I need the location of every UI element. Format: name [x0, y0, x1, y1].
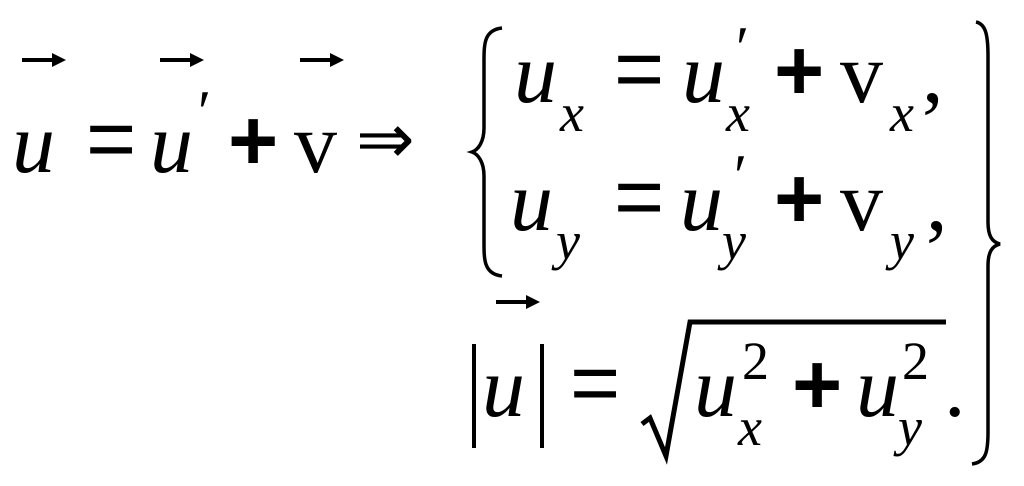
implies-arrow: ⇒ — [356, 98, 415, 180]
v-y-sub: y — [890, 211, 914, 271]
u-y-lhs: u — [510, 153, 553, 249]
u-prime-x: u — [682, 25, 725, 121]
equals-sign-line2: = — [614, 149, 665, 245]
u-y-squared-exp: 2 — [902, 331, 929, 391]
u-x-squared-exp: 2 — [742, 331, 769, 391]
plus-sign-line2: + — [774, 151, 825, 247]
prime-mark-line1: ′ — [736, 15, 750, 81]
vector-arrow-u-magnitude — [496, 295, 540, 309]
v-x: v — [840, 25, 883, 121]
u-y-lhs-sub: y — [556, 211, 580, 271]
v-x-sub: x — [890, 83, 914, 143]
u-prime-y: u — [680, 153, 723, 249]
equals-sign-line3: = — [570, 335, 621, 431]
left-curly-brace — [466, 26, 503, 278]
plus-sign-main: + — [228, 93, 279, 189]
comma-line1: , — [922, 25, 944, 121]
right-curly-brace — [971, 20, 1001, 466]
plus-sign-line3: + — [792, 337, 843, 433]
u-y-squared-sub: y — [898, 397, 922, 457]
v-y: v — [840, 153, 883, 249]
plus-sign-line1: + — [774, 23, 825, 119]
vector-v: v — [294, 95, 337, 191]
vector-arrow-v — [300, 53, 344, 67]
u-prime-x-sub: x — [726, 83, 750, 143]
prime-mark-main: ′ — [198, 79, 212, 145]
equals-sign-main: = — [86, 91, 137, 187]
vector-arrow-u-prime — [160, 53, 204, 67]
u-x-squared-sub: x — [738, 397, 762, 457]
u-x-lhs: u — [514, 25, 557, 121]
vector-u-magnitude: u — [482, 339, 525, 435]
u-x-squared-base: u — [694, 339, 737, 435]
vector-u-prime: u — [150, 95, 193, 191]
equals-sign-line1: = — [614, 21, 665, 117]
u-y-squared-base: u — [856, 339, 899, 435]
u-x-lhs-sub: x — [560, 83, 584, 143]
vector-arrow-u — [22, 53, 66, 67]
prime-mark-line2: ′ — [734, 143, 748, 209]
comma-line2: , — [926, 153, 948, 249]
u-prime-y-sub: y — [722, 211, 746, 271]
period-line3: . — [944, 339, 966, 435]
vector-u-lhs: u — [12, 95, 55, 191]
